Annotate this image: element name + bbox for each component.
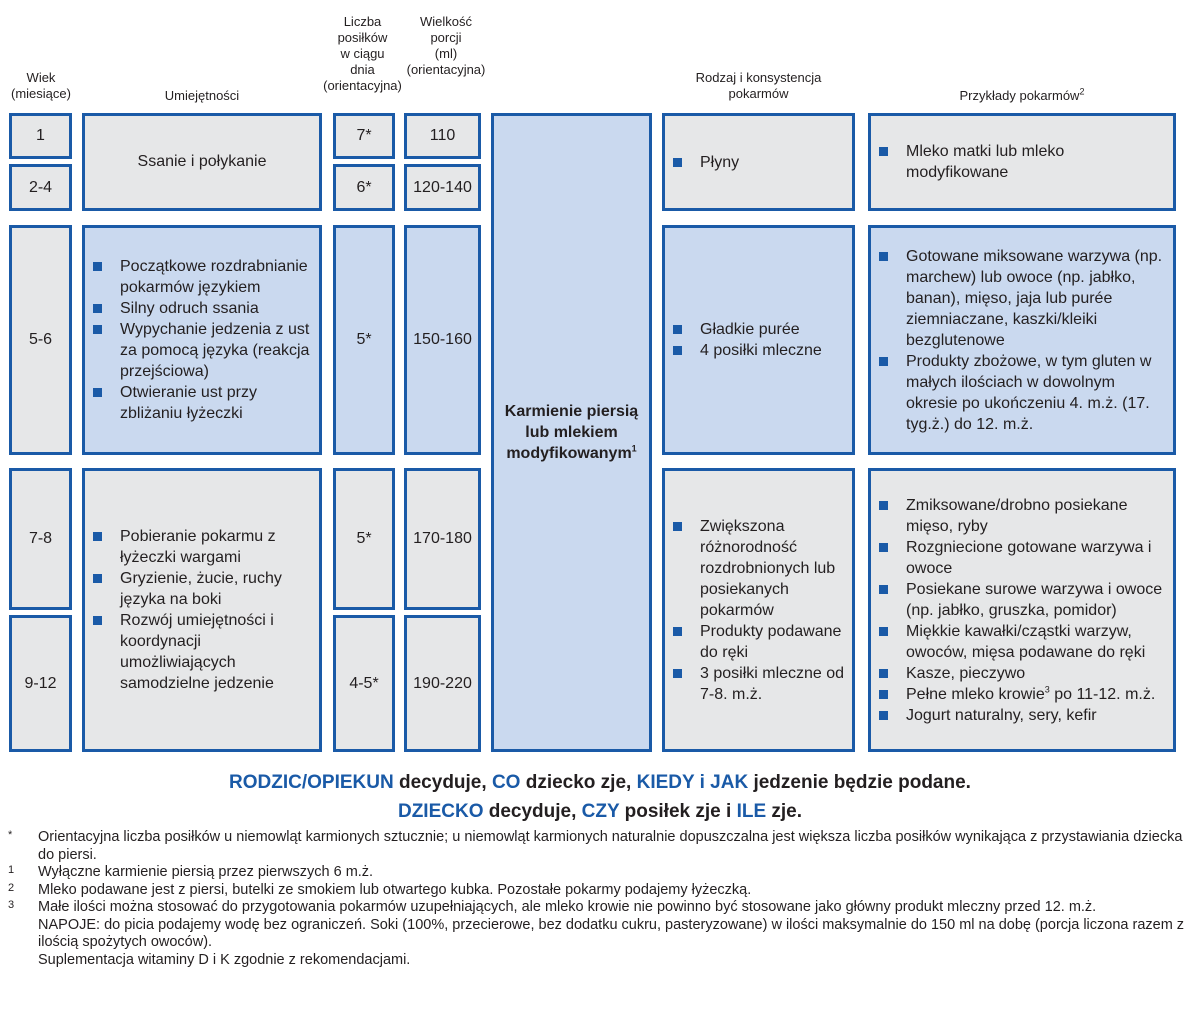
skills-cell: Początkowe rozdrabnianie pokarmów języki… [82, 225, 322, 455]
skill-item: Gryzienie, żucie, ruchy języka na boki [93, 568, 313, 610]
footnote-ref: 1 [631, 443, 637, 454]
message-when-how: KIEDY i JAK [636, 772, 749, 793]
age-cell: 2-4 [9, 164, 72, 211]
example-item: Posiekane surowe warzywa i owoce (np. ja… [879, 579, 1167, 621]
message-text: jedzenie będzie podane. [748, 772, 971, 793]
header-examples-text: Przykłady pokarmów [959, 88, 1080, 103]
consistency-cell: Płyny [662, 113, 855, 211]
footnote-ref: 2 [1079, 86, 1085, 97]
footnote-text: Orientacyjna liczba posiłków u niemowląt… [38, 829, 1183, 863]
header-meals: Liczba posiłków w ciągu dnia (orientacyj… [323, 14, 402, 93]
portion-cell: 110 [404, 113, 481, 159]
consistency-item: Produkty podawane do ręki [673, 621, 846, 663]
consistency-item: 4 posiłki mleczne [673, 340, 846, 361]
skills-cell: Ssanie i połykanie [82, 113, 322, 211]
message-how-much: ILE [736, 801, 767, 822]
meals-cell: 4-5* [333, 615, 395, 752]
milk-text: Pełne mleko krowie [906, 685, 1045, 703]
portion-cell: 170-180 [404, 468, 481, 610]
age-cell: 1 [9, 113, 72, 159]
consistency-item: Zwiększona różnorodność rozdrobnionych l… [673, 516, 846, 621]
example-item: Miękkie kawałki/cząstki warzyw, owoców, … [879, 621, 1167, 663]
message-text: decyduje, [483, 801, 582, 822]
footnote-mark: 3 [8, 899, 15, 911]
age-cell: 7-8 [9, 468, 72, 610]
portion-cell: 190-220 [404, 615, 481, 752]
example-item: Rozgniecione gotowane warzywa i owoce [879, 537, 1167, 579]
footnote-drinks: NAPOJE: do picia podajemy wodę bez ogran… [8, 917, 1188, 952]
skill-item: Pobieranie pokarmu z łyżeczki wargami [93, 526, 313, 568]
meals-cell: 7* [333, 113, 395, 159]
message-line-1: RODZIC/OPIEKUN decyduje, CO dziecko zje,… [0, 768, 1200, 797]
meals-cell: 6* [333, 164, 395, 211]
breastfeeding-text: Karmienie piersią lub mlekiem modyfikowa… [500, 401, 643, 464]
skill-item: Początkowe rozdrabnianie pokarmów języki… [93, 256, 313, 298]
portion-cell: 120-140 [404, 164, 481, 211]
message-parent: RODZIC/OPIEKUN [229, 772, 394, 793]
header-consistency: Rodzaj i konsystencja pokarmów [695, 70, 822, 101]
consistency-item: 3 posiłki mleczne od 7-8. m.ż. [673, 663, 846, 705]
examples-cell: Gotowane miksowane warzywa (np. marchew)… [868, 225, 1176, 455]
example-item: Zmiksowane/drobno posiekane mięso, ryby [879, 495, 1167, 537]
example-item: Produkty zbożowe, w tym gluten w małych … [879, 351, 1167, 435]
breastfeeding-cell: Karmienie piersią lub mlekiem modyfikowa… [491, 113, 652, 752]
message-whether: CZY [581, 801, 620, 822]
example-item: Pełne mleko krowie3 po 11-12. m.ż. [879, 684, 1167, 705]
footnote-mark: 1 [8, 864, 15, 876]
message-line-2: DZIECKO decyduje, CZY posiłek zje i ILE … [0, 797, 1200, 826]
consistency-item: Płyny [673, 152, 846, 173]
footnote: 3 Małe ilości można stosować do przygotow… [8, 899, 1188, 917]
skill-item: Wypychanie jedzenia z ust za pomocą języ… [93, 319, 313, 382]
message-what: CO [491, 772, 521, 793]
skill-item: Silny odruch ssania [93, 298, 313, 319]
footnote-ref: 3 [1044, 684, 1050, 695]
example-item: Gotowane miksowane warzywa (np. marchew)… [879, 246, 1167, 351]
skill-item: Otwieranie ust przy zbliżaniu łyżeczki [93, 382, 313, 424]
header-portion: Wielkość porcji (ml) (orientacyjna) [406, 14, 486, 77]
examples-cell: Zmiksowane/drobno posiekane mięso, ryby … [868, 468, 1176, 752]
footnote-text: Małe ilości można stosować do przygotowa… [38, 899, 1097, 915]
meals-cell: 5* [333, 225, 395, 455]
footnote-mark: 2 [8, 881, 15, 894]
footnote-text: Wyłączne karmienie piersią przez pierwsz… [38, 864, 374, 880]
footnote-text: Suplementacja witaminy D i K zgodnie z r… [38, 951, 411, 968]
responsibility-message: RODZIC/OPIEKUN decyduje, CO dziecko zje,… [0, 768, 1200, 826]
message-text: decyduje, [393, 772, 492, 793]
message-text: posiłek zje i [619, 801, 737, 822]
portion-cell: 150-160 [404, 225, 481, 455]
footnote: * Orientacyjna liczba posiłków u niemowlą… [8, 829, 1188, 864]
message-text: zje. [766, 801, 803, 822]
footnote-supplementation: Suplementacja witaminy D i K zgodnie z r… [8, 952, 1188, 970]
consistency-cell: Zwiększona różnorodność rozdrobnionych l… [662, 468, 855, 752]
example-item: Jogurt naturalny, sery, kefir [879, 705, 1167, 726]
example-item: Kasze, pieczywo [879, 663, 1167, 684]
message-child: DZIECKO [397, 801, 484, 822]
header-skills: Umiejętności [164, 88, 240, 103]
example-item: Mleko matki lub mleko modyfikowane [879, 141, 1167, 183]
milk-age-text: po 11-12. m.ż. [1049, 685, 1156, 703]
breastfeeding-label: Karmienie piersią lub mlekiem modyfikowa… [504, 403, 639, 462]
age-cell: 9-12 [9, 615, 72, 752]
examples-cell: Mleko matki lub mleko modyfikowane [868, 113, 1176, 211]
consistency-cell: Gładkie purée 4 posiłki mleczne [662, 225, 855, 455]
footnote-text: Mleko podawane jest z piersi, butelki ze… [38, 881, 752, 898]
age-cell: 5-6 [9, 225, 72, 455]
message-text: dziecko zje, [520, 772, 637, 793]
footnotes: * Orientacyjna liczba posiłków u niemowlą… [8, 829, 1188, 969]
header-age: Wiek (miesiące) [11, 70, 71, 101]
skills-cell: Pobieranie pokarmu z łyżeczki wargami Gr… [82, 468, 322, 752]
footnote-mark: * [8, 829, 13, 841]
meals-cell: 5* [333, 468, 395, 610]
header-examples: Przykłady pokarmów2 [868, 86, 1176, 104]
skill-item: Rozwój umiejętności i koordynacji umożli… [93, 610, 313, 694]
footnote: 1 Wyłączne karmienie piersią przez pierws… [8, 864, 1188, 882]
footnote-text: NAPOJE: do picia podajemy wodę bez ogran… [38, 916, 1185, 951]
footnote: 2 Mleko podawane jest z piersi, butelki z… [8, 882, 1188, 900]
consistency-item: Gładkie purée [673, 319, 846, 340]
